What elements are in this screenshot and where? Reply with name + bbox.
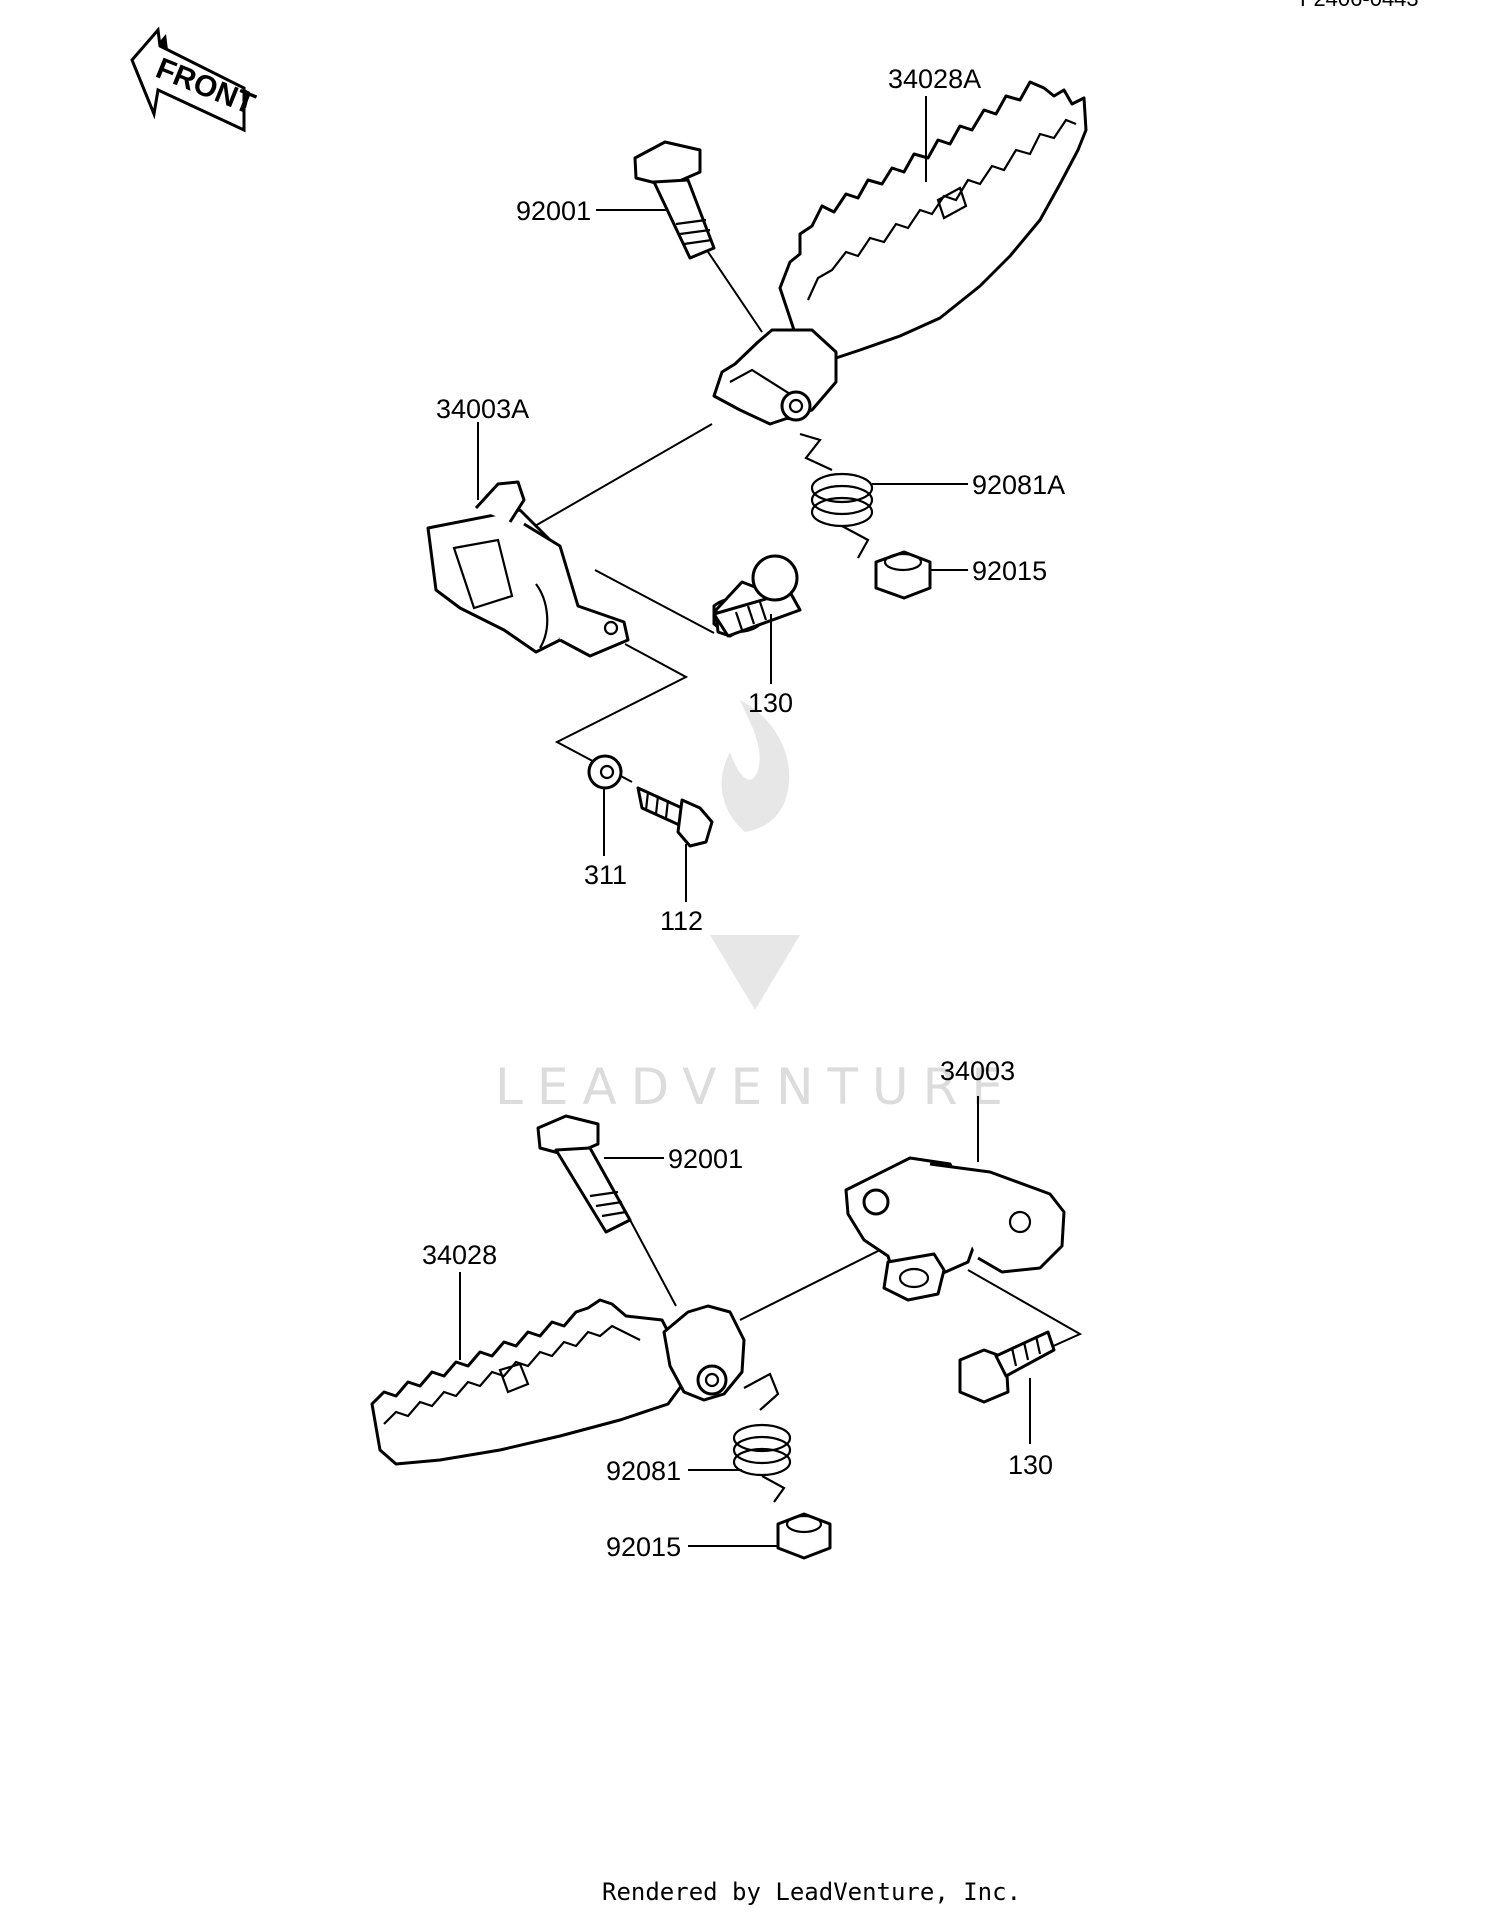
v-logo-icon: [710, 935, 800, 1010]
bracket-34003A: [426, 480, 630, 658]
bolt-92001-top: [633, 140, 716, 260]
bracket-34003: [844, 1156, 1066, 1302]
bolt-92001-bottom: [536, 1114, 632, 1234]
label-92001-bottom: 92001: [668, 1144, 743, 1174]
footpeg-34028: [370, 1298, 746, 1466]
flame-logo-icon: [721, 700, 790, 832]
nut-92015-top: [874, 550, 932, 600]
front-arrow-icon: FRONT: [130, 26, 260, 133]
bolt-130-top: [712, 554, 802, 638]
label-34028: 34028: [422, 1240, 497, 1270]
label-92015-bottom: 92015: [606, 1532, 681, 1562]
label-311: 311: [584, 860, 627, 890]
label-130-top: 130: [748, 688, 793, 718]
label-112: 112: [660, 906, 703, 936]
spring-92081A: [799, 432, 874, 559]
label-130-bottom: 130: [1008, 1450, 1053, 1480]
top-assembly: 34028A 92001 34003A 92081A 92015 130 311…: [426, 64, 1088, 936]
washer-311: [587, 754, 623, 790]
label-34028A: 34028A: [888, 64, 981, 94]
label-92001-top: 92001: [516, 196, 591, 226]
bolt-130-bottom: [958, 1330, 1056, 1404]
label-92081A: 92081A: [972, 470, 1065, 500]
label-34003: 34003: [940, 1056, 1015, 1086]
footpeg-34028A: [712, 80, 1088, 426]
spring-92081: [732, 1372, 792, 1503]
label-92015-top: 92015: [972, 556, 1047, 586]
label-92081: 92081: [606, 1456, 681, 1486]
nut-92015-bottom: [776, 1512, 832, 1560]
bolt-112: [636, 786, 714, 848]
bottom-assembly: 34003 92001 34028 130 92081 92015: [370, 1056, 1083, 1562]
diagram-code: F2406-0443: [1300, 0, 1419, 11]
watermark: LEADVENTURE: [495, 700, 1017, 1116]
label-34003A: 34003A: [436, 394, 529, 424]
footer-credit: Rendered by LeadVenture, Inc.: [602, 1878, 1021, 1906]
watermark-text: LEADVENTURE: [495, 1058, 1017, 1116]
